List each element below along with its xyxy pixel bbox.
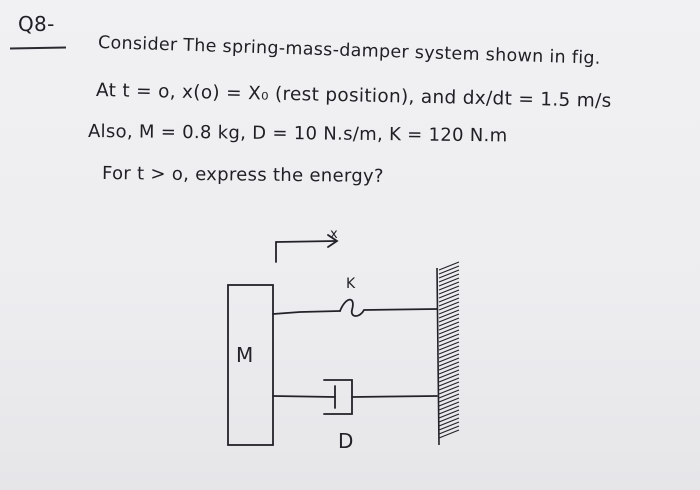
mass-label: M [236, 343, 253, 367]
hatch-line [438, 425, 460, 435]
hatch-line [438, 409, 460, 419]
hatch-line [438, 429, 460, 439]
hatch-line [438, 345, 460, 355]
hatch-line [438, 361, 460, 371]
hatch-line [438, 405, 460, 415]
hatch-line [438, 261, 460, 271]
hatch-line [438, 365, 460, 375]
hatch-line [438, 393, 460, 403]
hatch-line [438, 337, 460, 347]
hatch-line [438, 341, 460, 351]
hatch-line [438, 265, 460, 275]
hatch-line [438, 349, 460, 359]
hatch-line [438, 297, 460, 307]
hatch-line [438, 421, 460, 431]
hatch-line [438, 369, 460, 379]
hatch-line [438, 377, 460, 387]
hatch-line [438, 381, 460, 391]
hatch-line [438, 305, 460, 315]
hatch-line [438, 357, 460, 367]
hatch-line [438, 273, 460, 283]
hatch-line [438, 413, 460, 423]
fixed-wall [436, 267, 440, 446]
hatch-line [438, 385, 460, 395]
hatch-line [438, 293, 460, 303]
spring-label: K [346, 276, 356, 292]
hatch-line [438, 289, 460, 299]
hatch-line [438, 401, 460, 411]
question-number: Q8- [18, 12, 55, 36]
hatch-line [438, 281, 460, 291]
hatch-line [438, 353, 460, 363]
damper [272, 379, 438, 415]
hatch-line [438, 277, 460, 287]
mass-block [227, 284, 274, 446]
displacement-label: x [330, 227, 338, 242]
hatch-line [438, 417, 460, 427]
hatch-line [438, 389, 460, 399]
hatch-line [438, 301, 460, 311]
hatch-line [438, 397, 460, 407]
hatch-line [438, 285, 460, 295]
hatch-line [438, 333, 460, 343]
displacement-arrow [275, 234, 339, 263]
hatch-line [438, 329, 460, 339]
hatch-line [438, 373, 460, 383]
hatch-line [438, 309, 460, 319]
spring [272, 298, 438, 317]
damper-label: D [338, 429, 353, 453]
wall-hatching [438, 261, 460, 439]
hatch-line [438, 325, 460, 335]
hatch-line [438, 269, 460, 279]
hatch-line [438, 313, 460, 323]
hatch-line [438, 321, 460, 331]
hatch-line [438, 317, 460, 327]
